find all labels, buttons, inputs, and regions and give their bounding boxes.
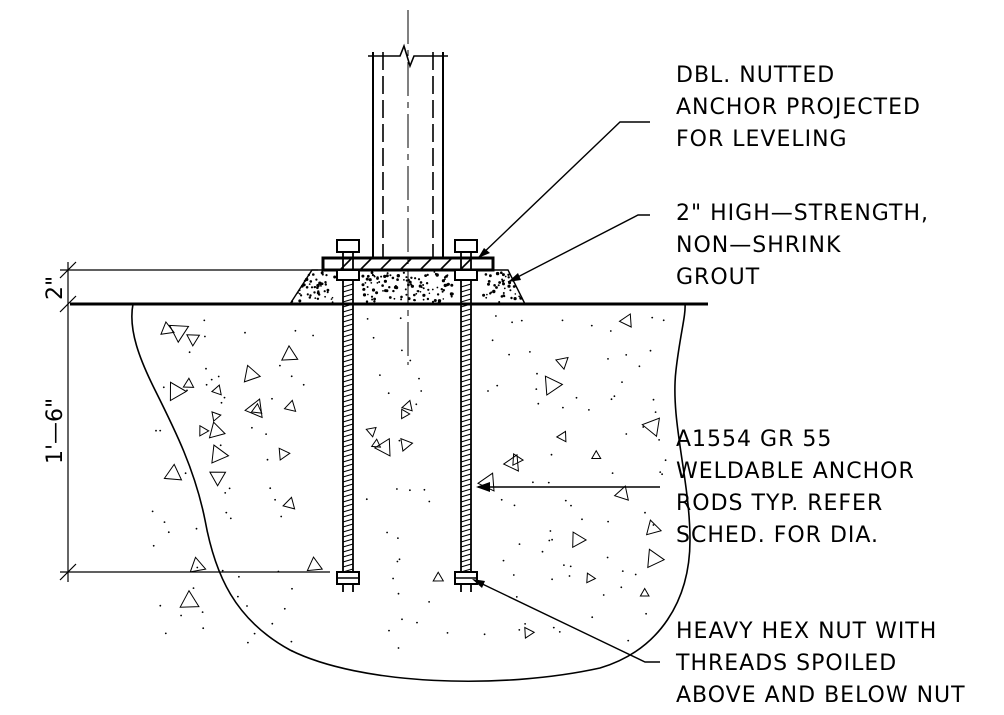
rod-threads (342, 283, 472, 573)
grout-texture (291, 271, 523, 305)
note-line: FOR LEVELING (676, 127, 848, 152)
note-line: RODS TYP. REFER (676, 491, 884, 516)
concrete-aggregate (160, 313, 666, 639)
dimension-embedment: 1'—6" (43, 398, 68, 464)
anchor-rod-left (336, 239, 360, 592)
concrete-texture (151, 315, 667, 652)
dimension-grout-thickness: 2" (43, 276, 68, 300)
note-line: THREADS SPOILED (676, 651, 898, 676)
leader-lines (473, 121, 660, 663)
note-hex-nut: HEAVY HEX NUT WITH THREADS SPOILED ABOVE… (676, 616, 966, 712)
note-anchor-rods: A1554 GR 55 WELDABLE ANCHOR RODS TYP. RE… (676, 424, 915, 552)
note-line: 2" HIGH—STRENGTH, (676, 201, 930, 226)
note-line: A1554 GR 55 (676, 427, 833, 452)
note-leveling: DBL. NUTTED ANCHOR PROJECTED FOR LEVELIN… (676, 60, 921, 156)
steel-column (368, 43, 448, 258)
note-line: ANCHOR PROJECTED (676, 95, 921, 120)
note-line: DBL. NUTTED (676, 63, 836, 88)
note-line: SCHED. FOR DIA. (676, 523, 880, 548)
anchor-rod-right (454, 239, 478, 592)
dimension-lines (59, 261, 330, 582)
note-grout: 2" HIGH—STRENGTH, NON—SHRINK GROUT (676, 198, 929, 294)
note-line: HEAVY HEX NUT WITH (676, 619, 938, 644)
note-line: GROUT (676, 265, 761, 290)
leader-arrowheads (472, 248, 521, 588)
grout-pad (289, 269, 526, 305)
concrete-footing-outline (131, 303, 691, 683)
note-line: WELDABLE ANCHOR (676, 459, 915, 484)
note-line: NON—SHRINK (676, 233, 842, 258)
note-line: ABOVE AND BELOW NUT (676, 683, 966, 708)
